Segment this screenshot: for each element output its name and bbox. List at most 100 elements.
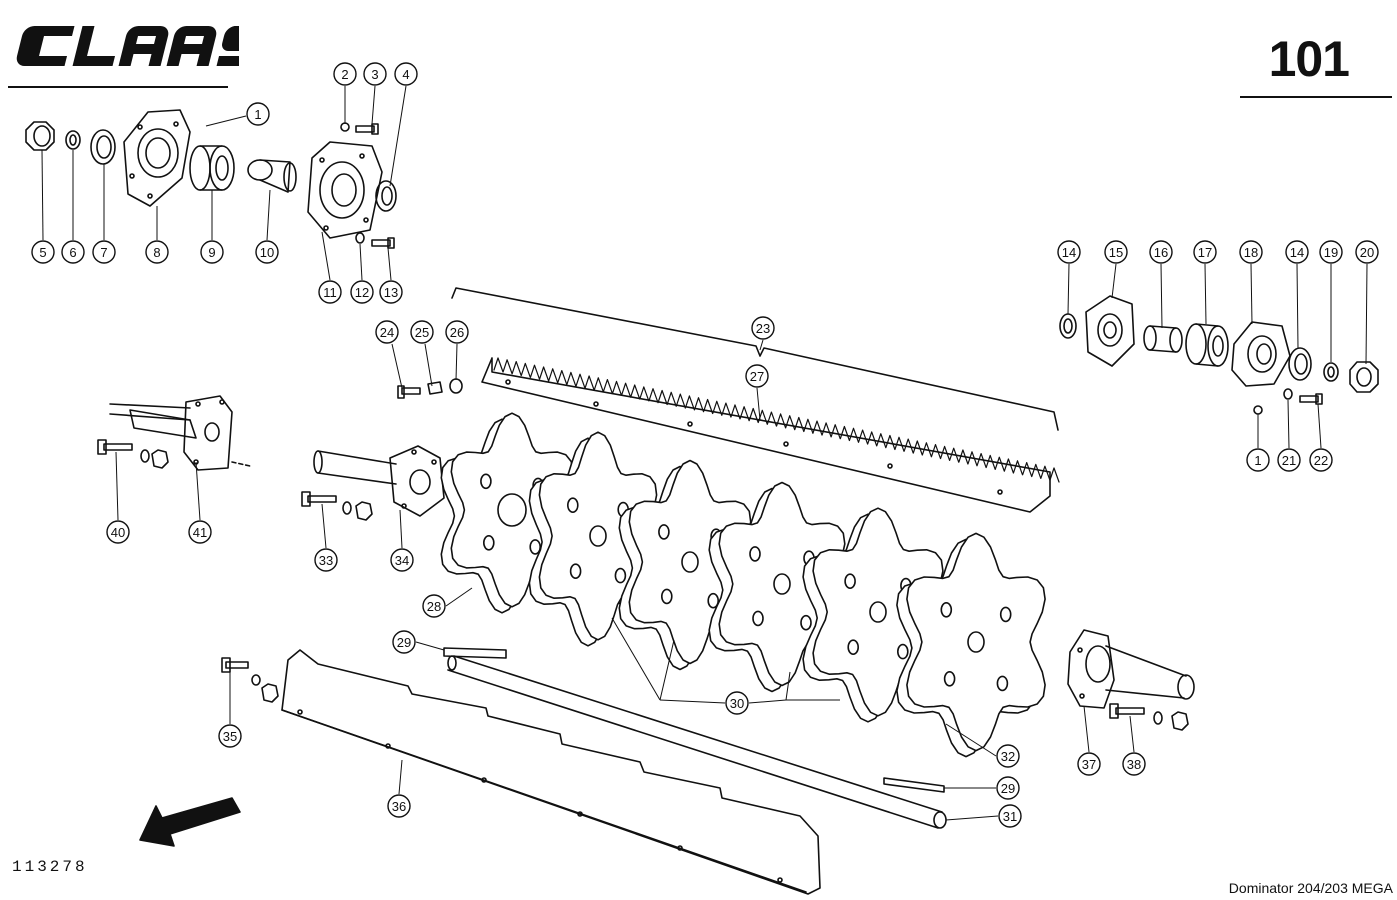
star-plate-hub xyxy=(773,573,791,595)
callout-35: 35 xyxy=(218,724,242,748)
callout-circle xyxy=(1319,240,1343,264)
leader-line xyxy=(115,451,119,521)
washer-35 xyxy=(251,674,261,686)
bolt-40 xyxy=(97,439,133,455)
nut-38 xyxy=(1171,711,1189,731)
callout-16: 16 xyxy=(1149,240,1173,264)
callout-label: 37 xyxy=(1082,757,1096,772)
mid-stub-shaft xyxy=(313,445,445,517)
callout-1: 1 xyxy=(1246,448,1270,472)
callout-circle xyxy=(145,240,169,264)
right-bearing-nut xyxy=(1349,361,1379,393)
callout-11: 11 xyxy=(318,280,342,304)
callout-circle xyxy=(1193,240,1217,264)
callout-label: 36 xyxy=(392,799,406,814)
bolt-38 xyxy=(1109,703,1145,719)
claas-logo xyxy=(16,26,239,66)
callout-circle xyxy=(92,240,116,264)
callout-label: 15 xyxy=(1109,245,1123,260)
star-plate-hole xyxy=(614,567,627,584)
callout-label: 35 xyxy=(223,729,237,744)
callout-5: 5 xyxy=(31,240,55,264)
callout-circle xyxy=(318,280,342,304)
leader-line xyxy=(266,189,271,241)
callout-label: 6 xyxy=(69,245,76,260)
callout-34: 34 xyxy=(390,548,414,572)
leader-line xyxy=(659,699,726,704)
callout-circle xyxy=(394,62,418,86)
star-plate-hub xyxy=(589,525,607,547)
star-plate-hub xyxy=(869,601,887,623)
nut-35 xyxy=(261,683,279,703)
nut-26 xyxy=(449,378,463,394)
callout-label: 11 xyxy=(323,285,337,300)
leader-line xyxy=(387,247,392,281)
callout-14: 14 xyxy=(1057,240,1081,264)
upper-small-nut xyxy=(340,122,350,132)
washer-33 xyxy=(342,501,352,515)
leader-line xyxy=(1317,403,1322,449)
star-plate-hole xyxy=(749,546,761,562)
group-bracket-23 xyxy=(451,287,1059,431)
star-plate-hole xyxy=(529,539,542,555)
washer-38 xyxy=(1153,711,1163,725)
callout-20: 20 xyxy=(1355,240,1379,264)
callout-circle xyxy=(363,62,387,86)
direction-arrow-icon xyxy=(139,797,241,847)
callout-circle xyxy=(998,804,1022,828)
leader-line xyxy=(321,231,331,281)
callout-circle xyxy=(1246,448,1270,472)
right-bolt xyxy=(1299,393,1323,405)
leader-line xyxy=(455,343,458,381)
callout-label: 30 xyxy=(730,696,744,711)
callout-33: 33 xyxy=(314,548,338,572)
callout-circle xyxy=(410,320,434,344)
page-number: 101 xyxy=(1268,31,1350,87)
callout-23: 23 xyxy=(751,316,775,340)
callout-29: 29 xyxy=(996,776,1020,800)
callout-32: 32 xyxy=(996,744,1020,768)
leader-line xyxy=(398,759,403,795)
callout-label: 40 xyxy=(111,525,125,540)
callout-circle xyxy=(751,316,775,340)
callout-7: 7 xyxy=(92,240,116,264)
bolt-24 xyxy=(397,385,421,399)
callout-41: 41 xyxy=(188,520,212,544)
star-plate-hole xyxy=(896,643,909,660)
star-plate-hub xyxy=(681,551,699,573)
left-ball-bearing xyxy=(189,145,235,191)
leader-line xyxy=(424,343,433,387)
callout-label: 29 xyxy=(1001,781,1015,796)
star-plate-hole xyxy=(996,675,1009,692)
callout-circle xyxy=(31,240,55,264)
callout-circle xyxy=(379,280,403,304)
callout-circle xyxy=(314,548,338,572)
leader-line xyxy=(659,639,675,701)
nut-33 xyxy=(355,501,373,521)
callout-label: 14 xyxy=(1290,245,1304,260)
callout-label: 33 xyxy=(319,553,333,568)
callout-label: 23 xyxy=(756,321,770,336)
callout-38: 38 xyxy=(1122,752,1146,776)
star-plate-hole xyxy=(569,563,582,580)
leader-line xyxy=(1129,715,1135,753)
callout-label: 5 xyxy=(39,245,46,260)
left-seal-ring xyxy=(90,129,116,165)
star-plate-hole xyxy=(658,524,670,540)
callout-circle xyxy=(725,691,749,715)
model-name: Dominator 204/203 MEGA xyxy=(1228,880,1393,896)
callout-3: 3 xyxy=(363,62,387,86)
callout-label: 26 xyxy=(450,325,464,340)
callout-circle xyxy=(106,520,130,544)
callout-label: 2 xyxy=(341,67,348,82)
callout-27: 27 xyxy=(745,364,769,388)
leader-line xyxy=(1160,263,1163,329)
leader-line xyxy=(785,671,791,701)
callout-label: 10 xyxy=(260,245,274,260)
callout-circle xyxy=(1149,240,1173,264)
right-stub-shaft xyxy=(1067,629,1195,709)
leader-line xyxy=(1083,705,1090,753)
right-flange-housing xyxy=(1085,295,1135,367)
